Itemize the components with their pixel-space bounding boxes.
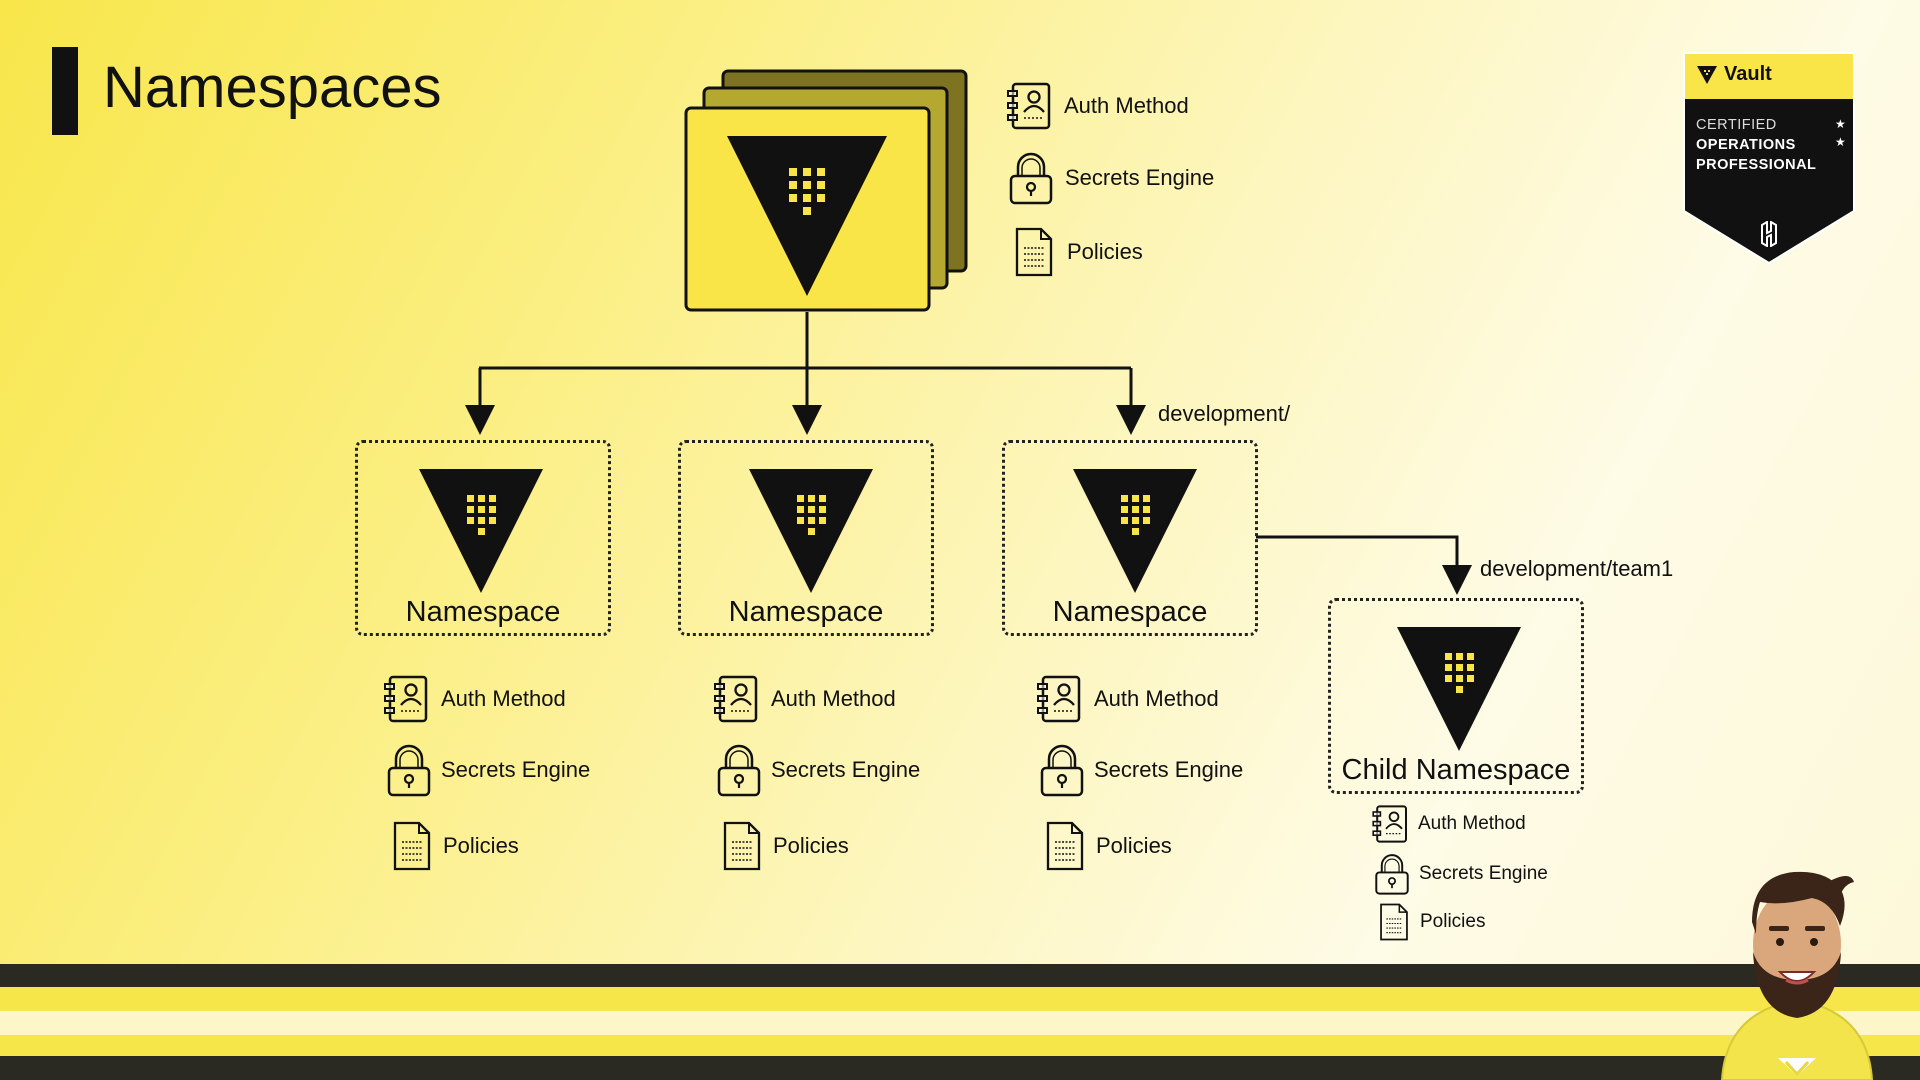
badge-line-operations: OPERATIONS: [1696, 137, 1796, 153]
ns1-policies: Policies: [391, 820, 519, 872]
namespace-box-2: Namespace: [678, 440, 934, 636]
child-policies: Policies: [1378, 902, 1485, 942]
legend-auth-method-label: Auth Method: [1064, 93, 1189, 118]
ns2-auth-method: Auth Method: [711, 674, 896, 724]
child-secrets-engine: Secrets Engine: [1373, 852, 1548, 896]
footer-stripe-dark-1: [0, 964, 1920, 987]
padlock-icon: [1375, 854, 1409, 895]
child-namespace-box: Child Namespace: [1328, 598, 1584, 794]
secrets-engine-label: Secrets Engine: [1419, 863, 1548, 884]
policies-label: Policies: [1096, 833, 1172, 858]
auth-method-label: Auth Method: [441, 686, 566, 711]
vault-logo-icon: [1073, 469, 1197, 593]
child-namespace-label: Child Namespace: [1341, 754, 1571, 786]
child-auth-method: Auth Method: [1370, 804, 1526, 844]
policies-label: Policies: [773, 833, 849, 858]
title-accent-bar: [52, 47, 78, 135]
ns1-auth-method: Auth Method: [381, 674, 566, 724]
document-icon: [1380, 903, 1408, 941]
document-icon: [1046, 821, 1084, 871]
address-book-icon: [1372, 805, 1407, 843]
vault-logo-icon: [749, 469, 873, 593]
namespace-label: Namespace: [405, 596, 561, 628]
badge-stars: ★★: [1835, 117, 1846, 149]
namespace-path-development: development/: [1158, 401, 1291, 426]
ns3-policies: Policies: [1044, 820, 1172, 872]
address-book-icon: [384, 675, 428, 723]
auth-method-label: Auth Method: [771, 686, 896, 711]
badge-line-certified: CERTIFIED: [1696, 117, 1777, 133]
address-book-icon: [714, 675, 758, 723]
address-book-icon: [1007, 82, 1051, 130]
presenter-avatar: [1720, 871, 1874, 1080]
namespace-box-1: Namespace: [355, 440, 611, 636]
ns2-policies: Policies: [721, 820, 849, 872]
auth-method-label: Auth Method: [1094, 686, 1219, 711]
ns2-secrets-engine: Secrets Engine: [715, 742, 920, 798]
page-title: Namespaces: [103, 55, 442, 120]
padlock-icon: [1009, 152, 1053, 205]
legend-policies: Policies: [1013, 226, 1143, 278]
ns3-auth-method: Auth Method: [1034, 674, 1219, 724]
footer-stripe-yellow: [0, 987, 1920, 1011]
auth-method-label: Auth Method: [1418, 813, 1526, 834]
document-icon: [1015, 227, 1053, 277]
child-namespace-path: development/team1: [1480, 556, 1674, 581]
document-icon: [723, 821, 761, 871]
footer-stripe-light: [0, 1011, 1920, 1035]
footer-stripe-dark-2: [0, 1056, 1920, 1080]
namespace-label: Namespace: [728, 596, 884, 628]
ns1-secrets-engine: Secrets Engine: [385, 742, 590, 798]
legend-auth-method: Auth Method: [1004, 81, 1189, 131]
legend-secrets-engine: Secrets Engine: [1007, 150, 1214, 206]
secrets-engine-label: Secrets Engine: [1094, 757, 1244, 782]
vault-logo-icon: [1397, 627, 1521, 751]
badge-brand: Vault: [1724, 63, 1772, 85]
footer-stripe-yellow-2: [0, 1035, 1920, 1056]
ns3-secrets-engine: Secrets Engine: [1038, 742, 1243, 798]
document-icon: [393, 821, 431, 871]
address-book-icon: [1037, 675, 1081, 723]
certification-badge: Vault CERTIFIED OPERATIONS PROFESSIONAL …: [1680, 49, 1858, 265]
legend-secrets-engine-label: Secrets Engine: [1065, 165, 1215, 190]
secrets-engine-label: Secrets Engine: [441, 757, 591, 782]
vault-logo-icon: [419, 469, 543, 593]
policies-label: Policies: [1420, 911, 1486, 932]
policies-label: Policies: [443, 833, 519, 858]
padlock-icon: [1040, 744, 1084, 797]
namespace-label: Namespace: [1052, 596, 1208, 628]
vault-logo-icon: [684, 69, 968, 312]
badge-shield: [1683, 52, 1855, 265]
padlock-icon: [717, 744, 761, 797]
padlock-icon: [387, 744, 431, 797]
legend-policies-label: Policies: [1067, 239, 1143, 264]
root-vault-stack: [683, 68, 968, 313]
secrets-engine-label: Secrets Engine: [771, 757, 921, 782]
vault-logo-icon: [1697, 66, 1717, 84]
namespace-box-development: Namespace: [1002, 440, 1258, 636]
badge-line-professional: PROFESSIONAL: [1696, 157, 1817, 173]
hashicorp-icon: [1761, 221, 1777, 247]
